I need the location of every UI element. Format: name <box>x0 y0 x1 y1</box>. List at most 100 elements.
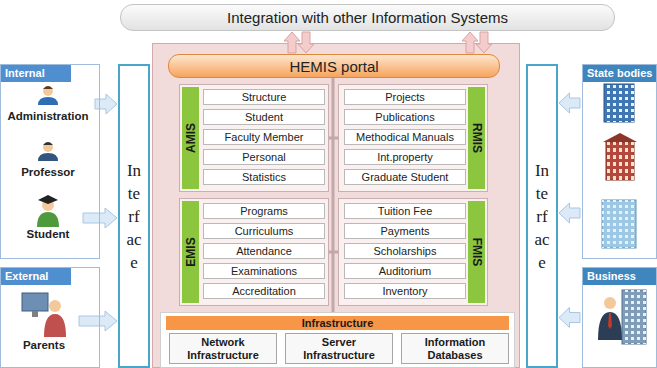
illustration-part <box>37 212 59 227</box>
illustration-part <box>604 84 634 122</box>
module-label-bar: FMIS <box>468 201 485 303</box>
node-text: Student <box>15 228 81 241</box>
node-text: Faculty Member <box>204 130 324 144</box>
node-text: HEMIS portal <box>289 58 378 75</box>
node-text: Information Databases <box>402 336 508 362</box>
node-text: Inventory <box>345 284 465 298</box>
module-label-bar: RMIS <box>468 87 485 189</box>
module-item: Personal <box>203 149 325 165</box>
illustration-part <box>22 293 48 311</box>
infrastructure-item: Server Infrastructure <box>285 333 393 364</box>
node-text: Graduate Student <box>345 170 465 184</box>
module-item: Methodical Manuals <box>344 129 466 145</box>
illustration-part <box>608 313 612 329</box>
business-icon <box>598 290 646 344</box>
illustration-part <box>604 297 616 309</box>
actor-group: Business <box>582 267 657 368</box>
flow-arrow <box>476 32 492 53</box>
actor-box: Professor <box>9 141 87 179</box>
illustration-part <box>43 86 53 89</box>
flow-arrow <box>559 308 580 328</box>
node-text: Scholarships <box>345 244 465 258</box>
government-building-icon <box>604 84 634 122</box>
flow-arrow <box>298 32 314 53</box>
illustration-part <box>603 133 637 142</box>
illustration-part <box>598 312 622 340</box>
node-text: Interface <box>126 159 143 274</box>
node-text: RMIS <box>470 123 484 153</box>
illustration-part <box>44 314 66 337</box>
node-text: Administration <box>3 110 93 123</box>
module-box: RMIS ProjectsPublicationsMethodical Manua… <box>338 84 488 192</box>
actor-group: InternalAdministrationProfessorStudent <box>0 64 100 259</box>
node-text: Projects <box>345 90 465 104</box>
actor-group: ExternalParents <box>0 267 100 368</box>
node-text: EMIS <box>184 237 198 266</box>
illustration-part <box>602 200 636 248</box>
module-item: Curriculums <box>203 223 325 239</box>
illustration-part <box>606 142 634 180</box>
node-text: External <box>1 268 71 285</box>
flow-arrow <box>83 208 117 228</box>
module-item: Structure <box>203 89 325 105</box>
actor-group: State bodies <box>582 64 657 259</box>
portal-bar: HEMIS portal <box>168 54 500 78</box>
flow-arrow <box>79 311 117 331</box>
module-item: Publications <box>344 109 466 125</box>
node-text: Accreditation <box>204 284 324 298</box>
interface-bar: Interface <box>526 64 558 368</box>
illustration-part <box>332 78 335 312</box>
module-item: Graduate Student <box>344 169 466 185</box>
administrator-icon <box>38 86 58 105</box>
node-text: Int.property <box>345 150 465 164</box>
node-text: Tuition Fee <box>345 204 465 218</box>
module-label-bar: AMIS <box>182 87 199 189</box>
module-box: AMIS StructureStudentFaculty MemberPerson… <box>179 84 329 192</box>
illustration-part <box>38 195 58 204</box>
module-item: Inventory <box>344 283 466 299</box>
integration-banner: Integration with other Information Syste… <box>120 4 615 31</box>
flow-arrow <box>462 32 478 53</box>
illustration-part <box>38 153 58 161</box>
flow-arrow <box>559 203 580 223</box>
module-item: Faculty Member <box>203 129 325 145</box>
infrastructure-item: Information Databases <box>401 333 509 364</box>
flow-arrow <box>559 93 580 113</box>
node-text: Student <box>204 110 324 124</box>
illustration-part <box>32 311 38 317</box>
interface-bar: Interface <box>118 64 150 368</box>
illustration-part <box>602 200 636 248</box>
parent-icon <box>22 293 66 337</box>
infrastructure-header: Infrastructure <box>166 316 509 330</box>
module-item: Accreditation <box>203 283 325 299</box>
module-box: EMIS ProgramsCurriculumsAttendanceExamina… <box>179 198 329 306</box>
node-text: FMIS <box>470 238 484 267</box>
infrastructure-item: Network Infrastructure <box>169 333 277 364</box>
module-item: Programs <box>203 203 325 219</box>
node-text: Infrastructure <box>166 316 509 330</box>
node-text: Curriculums <box>204 224 324 238</box>
illustration-part <box>43 142 53 152</box>
illustration-part <box>622 290 646 344</box>
actor-box: Parents <box>11 290 77 352</box>
illustration-part <box>43 86 53 96</box>
illustration-part <box>604 84 634 122</box>
node-text: Payments <box>345 224 465 238</box>
node-text: Internal <box>1 65 71 82</box>
infrastructure-box: InfrastructureNetwork Infrastructure Serv… <box>160 312 515 368</box>
module-item: Auditorium <box>344 263 466 279</box>
module-box: FMIS Tuition FeePaymentsScholarshipsAudit… <box>338 198 488 306</box>
group-header: External <box>1 268 71 285</box>
illustration-part <box>606 142 634 180</box>
illustration-part <box>49 300 61 312</box>
module-item: Statistics <box>203 169 325 185</box>
module-item: Attendance <box>203 243 325 259</box>
node-text: Statistics <box>204 170 324 184</box>
module-label-bar: EMIS <box>182 201 199 303</box>
government-building-icon <box>602 200 636 248</box>
actor-box: Student <box>15 195 81 241</box>
module-item: Examinations <box>203 263 325 279</box>
professor-icon <box>38 142 58 161</box>
node-text: AMIS <box>184 123 198 153</box>
